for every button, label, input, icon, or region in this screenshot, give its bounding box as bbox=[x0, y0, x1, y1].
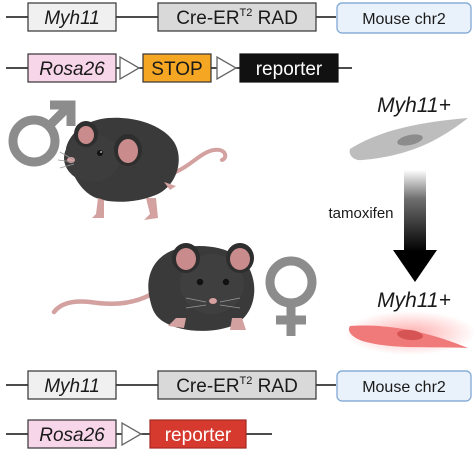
loxp-triangle-icon bbox=[216, 55, 238, 81]
stop-box bbox=[142, 53, 212, 83]
female-symbol-icon bbox=[265, 256, 317, 336]
bottom-construct-myh11-cre: Myh11 Cre-ERT2 RAD Mouse chr2 bbox=[6, 370, 472, 402]
tamoxifen-label: tamoxifen bbox=[328, 205, 393, 222]
tamoxifen-arrow bbox=[393, 170, 437, 282]
mouse-male-icon bbox=[57, 117, 228, 220]
myh11-gene-box bbox=[27, 370, 117, 400]
mouse-chr2-label: Mouse chr2 bbox=[362, 379, 446, 396]
cre-ert2-rad-label: Cre-ERT2 RAD bbox=[176, 375, 298, 397]
myh11-gene-label: Myh11 bbox=[44, 8, 100, 29]
reporter-label: reporter bbox=[256, 59, 323, 80]
rosa26-label: Rosa26 bbox=[39, 59, 105, 80]
cre-ert2-rad-label: Cre-ERT2 RAD bbox=[176, 7, 298, 29]
top-cell-label: Myh11+ bbox=[377, 94, 451, 117]
top-construct-myh11-cre: Myh11 Cre-ERT2 RAD Mouse chr2 bbox=[6, 2, 472, 34]
mouse-chr2-label: Mouse chr2 bbox=[362, 11, 446, 28]
gray-cell-nucleus bbox=[397, 134, 423, 146]
cre-ert2-rad-box bbox=[157, 370, 317, 400]
mouse-chr2-box bbox=[336, 2, 472, 34]
myh11-gene-box bbox=[27, 2, 117, 32]
male-symbol-icon bbox=[8, 100, 76, 167]
rosa26-label: Rosa26 bbox=[39, 425, 105, 446]
reporter-box-black bbox=[239, 53, 339, 83]
bottom-cell-label: Myh11+ bbox=[377, 289, 451, 312]
bottom-construct-rosa26-reporter: Rosa26 reporter bbox=[6, 419, 272, 449]
rosa26-box bbox=[27, 53, 117, 83]
mouse-female-icon bbox=[51, 243, 255, 331]
reporter-label: reporter bbox=[165, 425, 232, 446]
loxp-triangle-icon bbox=[119, 55, 141, 81]
reporter-box-red bbox=[149, 419, 247, 449]
stop-label: STOP bbox=[151, 59, 202, 80]
cre-ert2-rad-box bbox=[157, 2, 317, 32]
mouse-chr2-box bbox=[336, 370, 472, 402]
loxp-triangle-icon bbox=[121, 421, 143, 447]
red-cell-nucleus bbox=[397, 329, 423, 341]
myh11-gene-label: Myh11 bbox=[44, 376, 100, 397]
top-construct-rosa26-stop: Rosa26 STOP reporter bbox=[6, 53, 352, 83]
rosa26-box bbox=[27, 419, 117, 449]
